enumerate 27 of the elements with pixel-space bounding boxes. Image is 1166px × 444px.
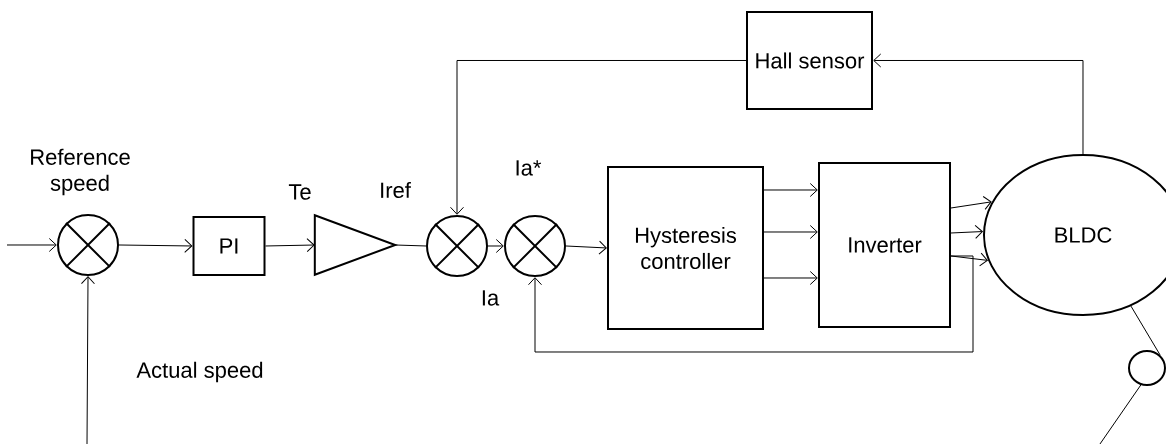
summing-junction — [57, 214, 119, 276]
block-box: PI — [192, 216, 266, 276]
arrow — [528, 255, 974, 353]
arrow — [763, 225, 818, 239]
arrow — [6, 238, 57, 252]
arrow — [118, 238, 193, 253]
arrow — [450, 60, 747, 215]
arrow — [950, 196, 992, 210]
signal-label: Te — [288, 184, 311, 200]
arrow — [873, 53, 1084, 155]
arrow — [763, 183, 818, 197]
signal-label: Ia* — [516, 160, 542, 176]
arrow — [950, 224, 983, 239]
block-box: Hall sensor — [746, 11, 873, 110]
signal-label: Iref — [381, 181, 411, 199]
block-box: Hysteresis controller — [607, 166, 764, 330]
signal-label: Actual speed — [136, 361, 263, 383]
summing-junction — [426, 215, 488, 277]
arrow — [565, 240, 607, 255]
sensor-ellipse — [1128, 350, 1166, 386]
block-box: Inverter — [818, 162, 951, 328]
arrow — [265, 238, 315, 253]
arrow — [487, 239, 504, 253]
summing-junction — [504, 215, 566, 277]
arrow — [80, 276, 95, 444]
signal-label: Ia — [482, 290, 500, 306]
arrow — [763, 271, 818, 285]
